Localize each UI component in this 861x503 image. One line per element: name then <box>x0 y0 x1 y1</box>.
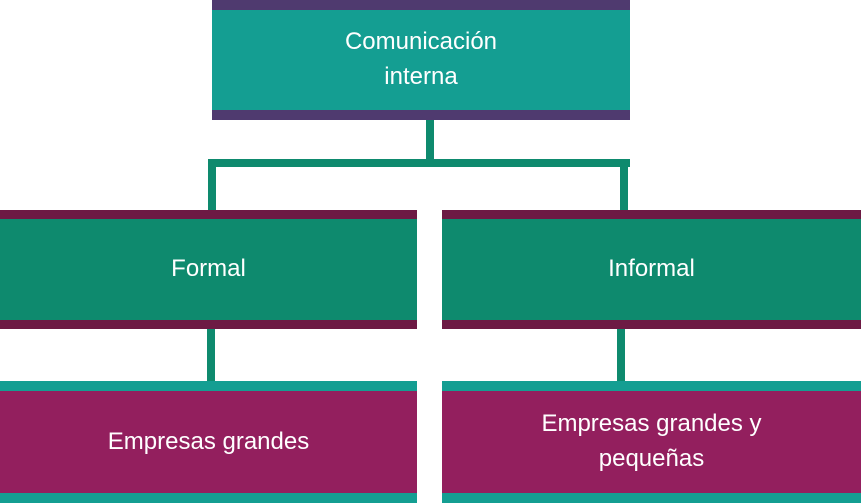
node-label: Formal <box>171 255 246 283</box>
node-label: Informal <box>608 255 695 283</box>
connector-informal-down <box>617 329 625 381</box>
node-informal: Informal <box>442 210 861 329</box>
connector-horizontal <box>208 159 630 167</box>
node-empresas-grandes: Empresas grandes <box>0 381 417 503</box>
node-label: Empresas grandes y pequeñas <box>541 410 762 472</box>
node-comunicacion-interna: Comunicación interna <box>212 0 630 120</box>
connector-right-down <box>620 159 628 210</box>
connector-formal-down <box>207 329 215 381</box>
node-formal: Formal <box>0 210 417 329</box>
node-label: Empresas grandes <box>107 427 310 455</box>
connector-root-down <box>426 120 434 164</box>
node-empresas-grandes-y-pequenas: Empresas grandes y pequeñas <box>442 381 861 503</box>
node-label: Comunicación interna <box>344 28 498 90</box>
connector-left-down <box>208 159 216 210</box>
